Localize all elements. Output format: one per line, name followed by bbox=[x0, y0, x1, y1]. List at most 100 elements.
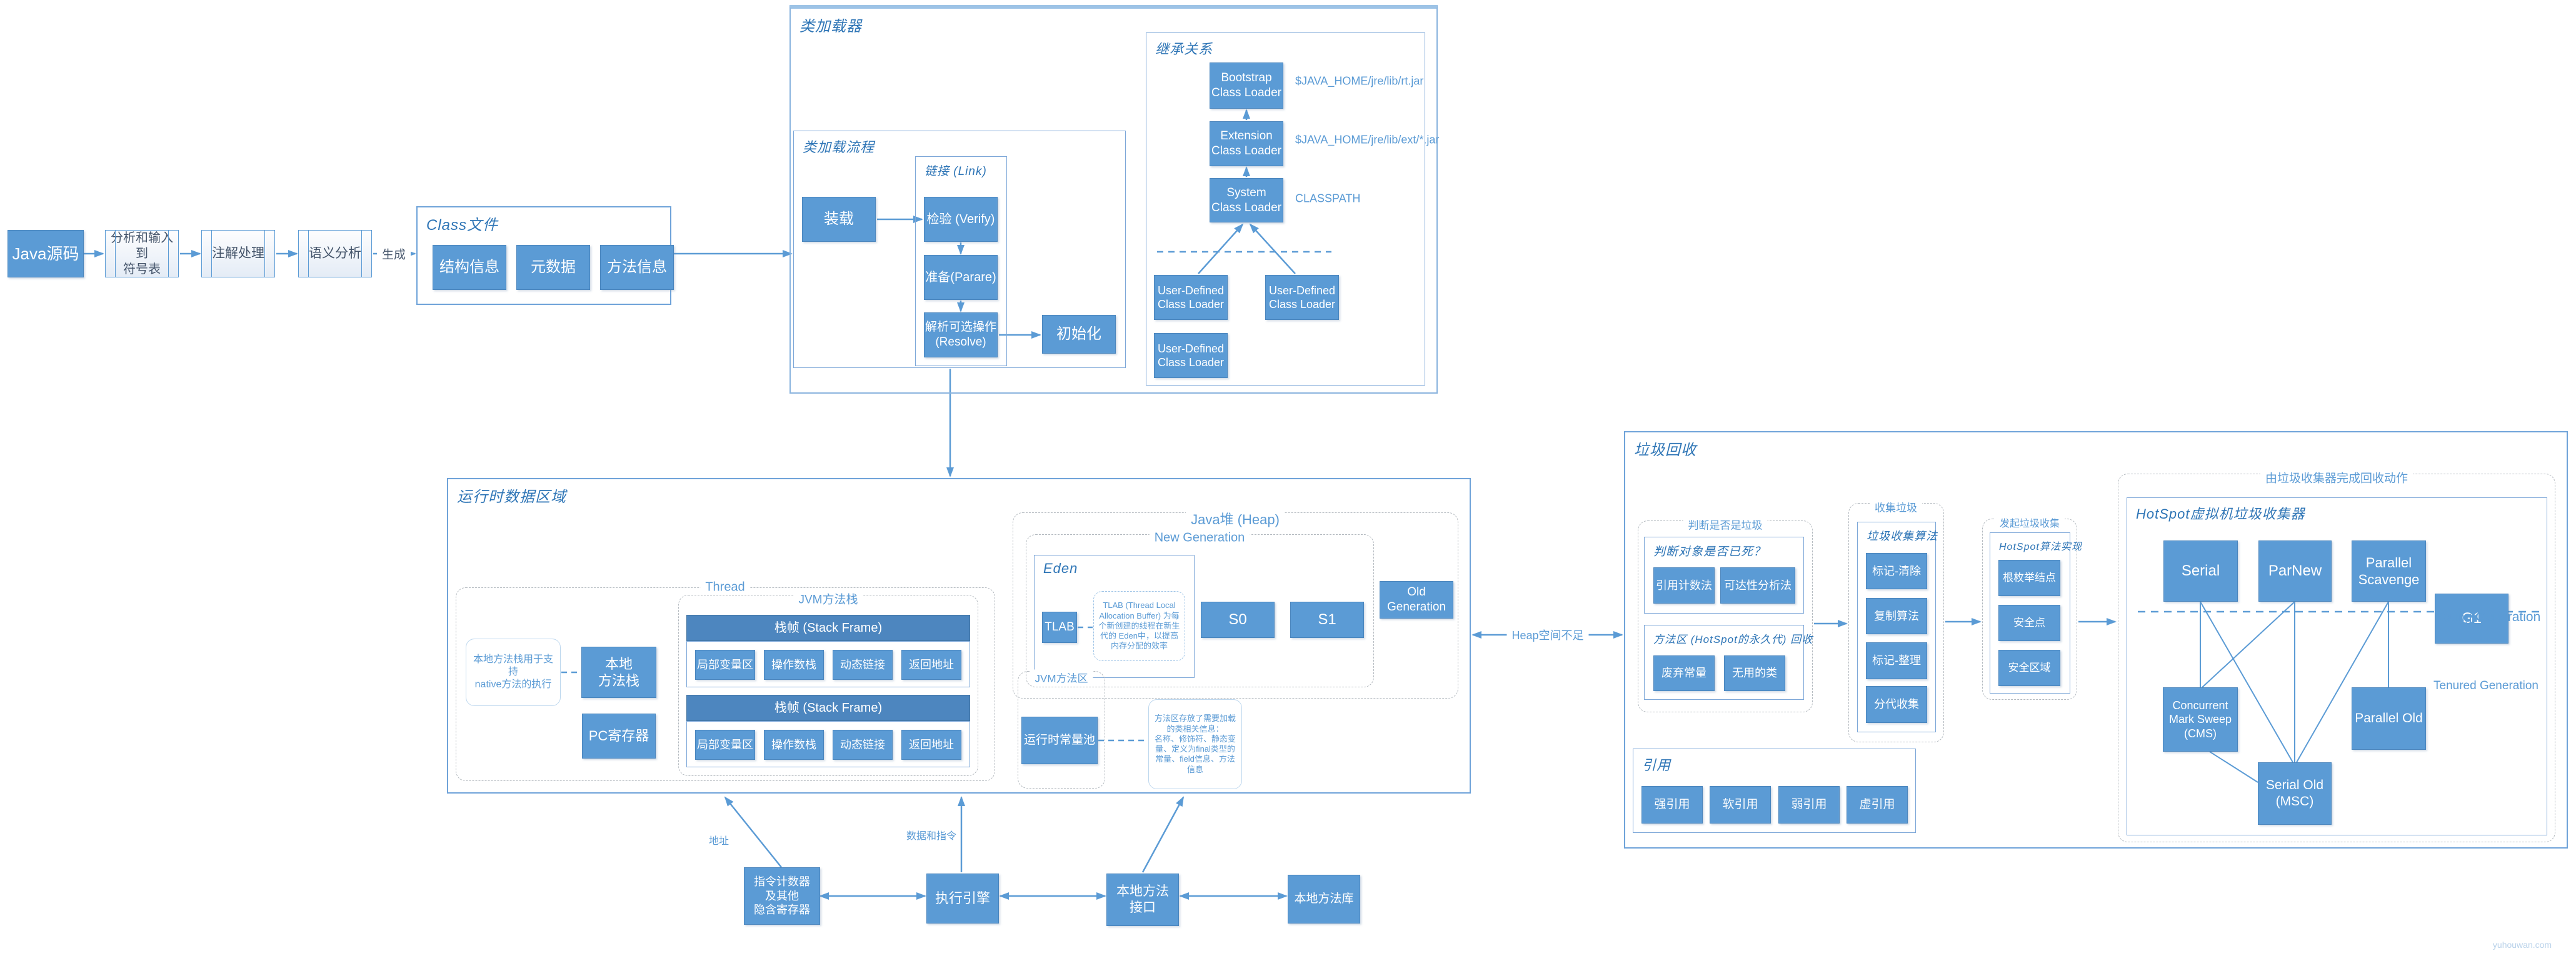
judge-garbage-label: 判断是否是垃圾 bbox=[1683, 516, 1768, 532]
classpath-label: CLASSPATH bbox=[1295, 192, 1361, 205]
resolve-box: 解析可选操作 (Resolve) bbox=[924, 312, 998, 357]
class-file-container-title: Class文件 bbox=[426, 217, 499, 234]
s0-box: S0 bbox=[1201, 602, 1275, 638]
sf1-return-address-box: 返回地址 bbox=[901, 650, 961, 680]
execution-engine-box: 执行引擎 bbox=[926, 874, 999, 924]
parnew-collector-box: ParNew bbox=[2258, 540, 2332, 602]
method-area-recycle-container: 方法区 (HotSpot的永久代) 回收 bbox=[1644, 625, 1812, 700]
hotspot-impl-container-title: HotSpot算法实现 bbox=[1999, 542, 2082, 552]
ext-jar-label: $JAVA_HOME/jre/lib/ext/*.jar bbox=[1295, 133, 1440, 146]
reference-counting-box: 引用计数法 bbox=[1653, 567, 1715, 604]
soft-reference-box: 软引用 bbox=[1710, 786, 1771, 824]
data-instruction-label: 数据和指令 bbox=[906, 831, 957, 842]
inheritance-container: 继承关系 bbox=[1146, 32, 1425, 386]
initialize-box: 初始化 bbox=[1042, 315, 1116, 354]
young-generation-label: Young Generation bbox=[2435, 610, 2541, 624]
java-source-box: Java源码 bbox=[8, 230, 84, 277]
phantom-reference-box: 虚引用 bbox=[1847, 786, 1908, 824]
object-dead-container: 判断对象是否已死？ bbox=[1644, 537, 1804, 614]
parallel-scavenge-box: Parallel Scavenge bbox=[2352, 540, 2426, 602]
class-loader-container: 类加载器 bbox=[789, 5, 1438, 394]
method-area-recycle-container-title: 方法区 (HotSpot的永久代) 回收 bbox=[1653, 634, 1813, 645]
native-method-interface-box: 本地方法 接口 bbox=[1106, 874, 1179, 926]
tlab-note: TLAB (Thread Local Allocation Buffer) 为每… bbox=[1093, 591, 1185, 661]
hotspot-collectors-container: HotSpot虚拟机垃圾收集器 bbox=[2127, 497, 2547, 835]
extension-classloader-box: Extension Class Loader bbox=[1210, 121, 1283, 166]
collect-garbage-label: 收集垃圾 bbox=[1870, 499, 1922, 515]
object-dead-container-title: 判断对象是否已死？ bbox=[1653, 545, 1767, 559]
root-enumeration-box: 根枚举结点 bbox=[1998, 560, 2060, 596]
eden-container-title: Eden bbox=[1043, 560, 1078, 576]
reference-container: 引用 bbox=[1633, 749, 1916, 833]
safe-region-box: 安全区域 bbox=[1998, 650, 2060, 686]
method-area-label: JVM方法区 bbox=[1030, 669, 1093, 685]
stack-frame-2-body bbox=[686, 721, 970, 767]
jvm-stack-label: JVM方法栈 bbox=[793, 590, 863, 607]
reachability-analysis-box: 可达性分析法 bbox=[1720, 567, 1795, 604]
method-info-box: 方法信息 bbox=[600, 245, 674, 290]
sf2-local-vars-box: 局部变量区 bbox=[695, 730, 755, 760]
discarded-constants-box: 废弃常量 bbox=[1653, 655, 1715, 691]
semantic-analysis-box: 语义分析 bbox=[298, 230, 372, 277]
connector-line bbox=[1141, 796, 1185, 873]
useless-classes-box: 无用的类 bbox=[1724, 655, 1785, 691]
native-method-stack-box: 本地 方法栈 bbox=[581, 647, 656, 698]
sf1-local-vars-box: 局部变量区 bbox=[695, 650, 755, 680]
heap-full-label: Heap空间不足 bbox=[1506, 627, 1589, 643]
gc-action-label: 由垃圾收集器完成回收动作 bbox=[2260, 469, 2413, 486]
sf1-operand-stack-box: 操作数栈 bbox=[764, 650, 824, 680]
s1-box: S1 bbox=[1290, 602, 1364, 638]
heap-label: Java堆 (Heap) bbox=[1186, 509, 1285, 529]
old-generation-box: Old Generation bbox=[1380, 581, 1453, 619]
generational-collection-box: 分代收集 bbox=[1866, 686, 1927, 723]
link-container-title: 链接 (Link) bbox=[925, 165, 987, 178]
runtime-constant-pool-box: 运行时常量池 bbox=[1021, 717, 1098, 764]
serial-old-box: Serial Old (MSC) bbox=[2258, 762, 2332, 825]
structure-info-box: 结构信息 bbox=[433, 245, 506, 290]
link-container: 链接 (Link) bbox=[915, 156, 1007, 366]
sf2-operand-stack-box: 操作数栈 bbox=[764, 730, 824, 760]
eden-container: Eden bbox=[1034, 555, 1195, 678]
gc-algorithms-container: 垃圾收集算法 bbox=[1857, 522, 1937, 732]
gc-container: 垃圾回收 bbox=[1624, 431, 2568, 849]
verify-box: 检验 (Verify) bbox=[924, 197, 998, 242]
weak-reference-box: 弱引用 bbox=[1778, 786, 1840, 824]
inheritance-container-title: 继承关系 bbox=[1155, 41, 1213, 57]
tenured-generation-label: Tenured Generation bbox=[2433, 679, 2538, 692]
gc-container-title: 垃圾回收 bbox=[1634, 442, 1696, 459]
method-area-note: 方法区存放了需要加载的类相关信息： 名称、修饰符、静态变量、定义为final类型… bbox=[1148, 699, 1242, 789]
hotspot-impl-container: HotSpot算法实现 bbox=[1990, 532, 2082, 694]
reference-container-title: 引用 bbox=[1642, 757, 1671, 773]
address-label: 地址 bbox=[708, 836, 729, 847]
hotspot-collectors-container-title: HotSpot虚拟机垃圾收集器 bbox=[2136, 506, 2305, 522]
stack-frame-1-body bbox=[686, 641, 970, 687]
stack-frame-2-header: 栈帧 (Stack Frame) bbox=[686, 695, 970, 721]
parallel-old-box: Parallel Old bbox=[2352, 687, 2426, 750]
serial-collector-box: Serial bbox=[2163, 540, 2238, 602]
instruction-counter-box: 指令计数器 及其他 隐含寄存器 bbox=[744, 867, 820, 925]
cms-collector-box: Concurrent Mark Sweep (CMS) bbox=[2163, 687, 2238, 752]
native-stack-note: 本地方法栈用于支持 native方法的执行 bbox=[466, 639, 561, 706]
strong-reference-box: 强引用 bbox=[1641, 786, 1703, 824]
new-generation-label: New Generation bbox=[1149, 530, 1250, 545]
rt-jar-label: $JAVA_HOME/jre/lib/rt.jar bbox=[1295, 74, 1424, 87]
prepare-box: 准备(Parare) bbox=[924, 255, 998, 300]
tlab-box: TLAB bbox=[1042, 612, 1077, 643]
user-defined-classloader-2-box: User-Defined Class Loader bbox=[1265, 275, 1339, 320]
load-box: 装载 bbox=[802, 197, 876, 242]
system-classloader-box: System Class Loader bbox=[1210, 178, 1283, 222]
stack-frame-1-header: 栈帧 (Stack Frame) bbox=[686, 615, 970, 641]
analyze-symbols-box: 分析和输入到 符号表 bbox=[105, 230, 179, 277]
class-loading-flow-container: 类加载流程 bbox=[793, 131, 1126, 368]
runtime-data-area-container-title: 运行时数据区域 bbox=[457, 489, 566, 505]
connector-line bbox=[724, 796, 782, 868]
class-loader-container-title: 类加载器 bbox=[799, 18, 862, 35]
watermark: yuhouwan.com bbox=[2492, 940, 2552, 950]
mark-sweep-box: 标记-清除 bbox=[1866, 553, 1927, 589]
generate-label: 生成 bbox=[376, 245, 411, 262]
class-loading-flow-container-title: 类加载流程 bbox=[803, 139, 875, 155]
metadata-box: 元数据 bbox=[516, 245, 590, 290]
copying-box: 复制算法 bbox=[1866, 598, 1927, 634]
initiate-gc-label: 发起垃圾收集 bbox=[1994, 515, 2065, 530]
